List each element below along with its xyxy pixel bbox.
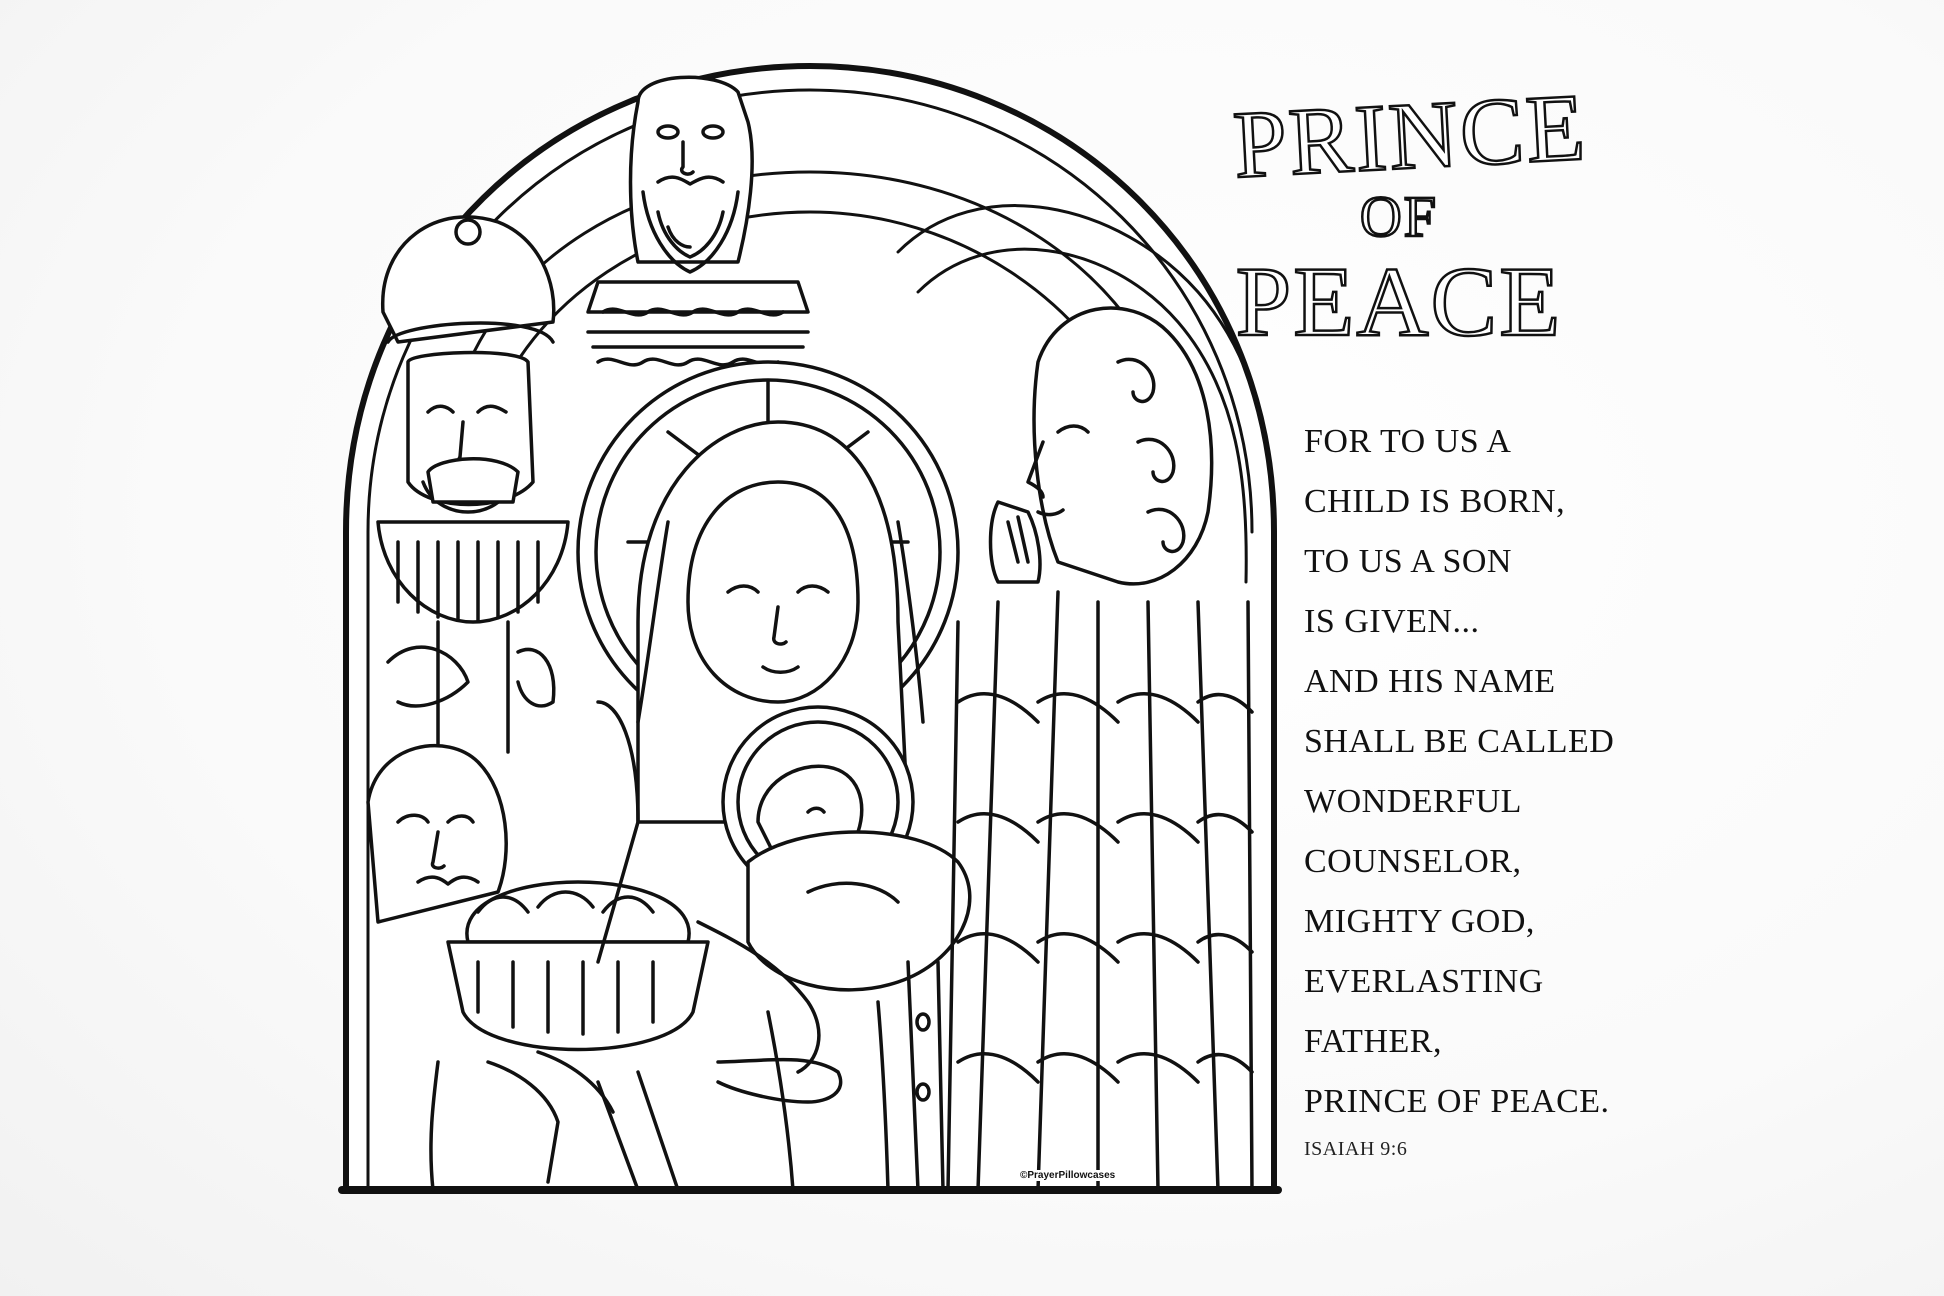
verse-citation: ISAIAH 9:6 (1304, 1138, 1408, 1160)
verse-line: Counselor, (1304, 843, 1522, 880)
verse-line: Prince of Peace. (1304, 1083, 1610, 1120)
mary-with-halo (576, 360, 960, 964)
verse-line: is given... (1304, 603, 1480, 640)
verse-line: Mighty God, (1304, 903, 1535, 940)
page-title: PRINCE OF PEACE (1170, 72, 1610, 357)
verse-line: shall be called (1304, 723, 1615, 760)
verse-line: Everlasting (1304, 963, 1544, 1000)
verse-line: Wonderful (1304, 783, 1522, 820)
title-line-prince: PRINCE (1229, 72, 1590, 200)
young-king-with-bowl-left (366, 743, 710, 1192)
verse-line: child is born, (1304, 483, 1566, 520)
bearded-king-top (586, 75, 810, 367)
verse-line: Father, (1304, 1023, 1442, 1060)
verse-line: to us a son (1304, 543, 1512, 580)
verse-line: For to us a (1304, 423, 1512, 460)
nativity-line-art (338, 62, 1282, 1194)
verse-line: And his name (1304, 663, 1556, 700)
title-line-peace: PEACE (1234, 246, 1563, 357)
joseph-praying-right (946, 306, 1254, 1192)
scripture-verse: For to us a child is born, to us a son i… (1304, 412, 1614, 1161)
infant-jesus-with-halo (696, 705, 972, 1104)
copyright-notice: ©PrayerPillowcases (1018, 1170, 1118, 1181)
title-line-of: OF (1359, 184, 1439, 249)
lower-drapery (766, 960, 945, 1192)
king-with-chalice-left (376, 215, 570, 754)
